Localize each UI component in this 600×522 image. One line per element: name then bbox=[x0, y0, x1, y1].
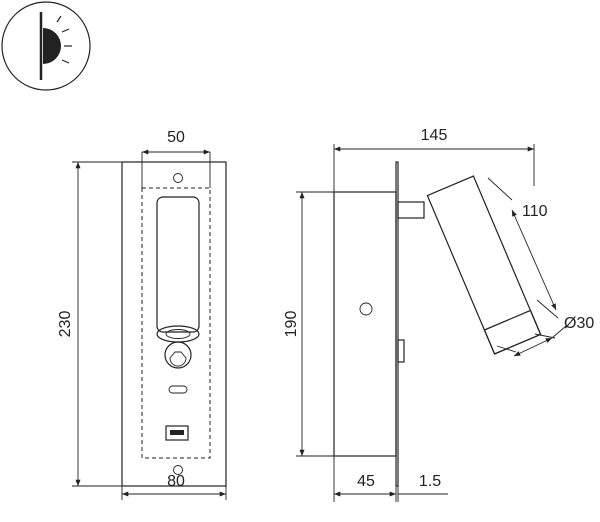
wall-plate-outline bbox=[121, 161, 227, 487]
arm-joint bbox=[397, 201, 425, 219]
dim-width-total: 80 bbox=[167, 473, 185, 490]
front-view bbox=[121, 161, 227, 487]
dim-lamp-length: 110 bbox=[522, 203, 548, 220]
side-switch bbox=[397, 339, 405, 363]
dim-height-body: 190 bbox=[283, 311, 300, 338]
wall-plate-side bbox=[395, 161, 399, 487]
usb-a-port bbox=[165, 425, 189, 441]
dim-lamp-diameter: Ø30 bbox=[564, 315, 594, 332]
dim-width-inner: 50 bbox=[167, 129, 185, 146]
dim-body-depth: 45 bbox=[357, 473, 375, 490]
front-dimensions: 50 230 80 bbox=[57, 129, 227, 500]
usb-c-port bbox=[168, 385, 188, 394]
side-knob bbox=[359, 302, 373, 316]
rotary-knob bbox=[164, 341, 192, 369]
body-box bbox=[333, 191, 397, 457]
wall-light-direction-icon bbox=[1, 1, 91, 91]
dim-plate-thickness: 1.5 bbox=[419, 473, 441, 490]
side-view bbox=[333, 161, 542, 487]
side-dimensions: 145 190 110 Ø30 45 1.5 bbox=[283, 127, 594, 502]
recess-outline bbox=[141, 187, 211, 459]
dim-height-total: 230 bbox=[57, 311, 74, 338]
dim-depth-total: 145 bbox=[421, 127, 448, 144]
lamp-tube bbox=[156, 196, 200, 333]
lamp-head bbox=[156, 325, 200, 343]
mounting-hole-top bbox=[173, 173, 183, 183]
mounting-hole-bottom bbox=[173, 465, 183, 475]
